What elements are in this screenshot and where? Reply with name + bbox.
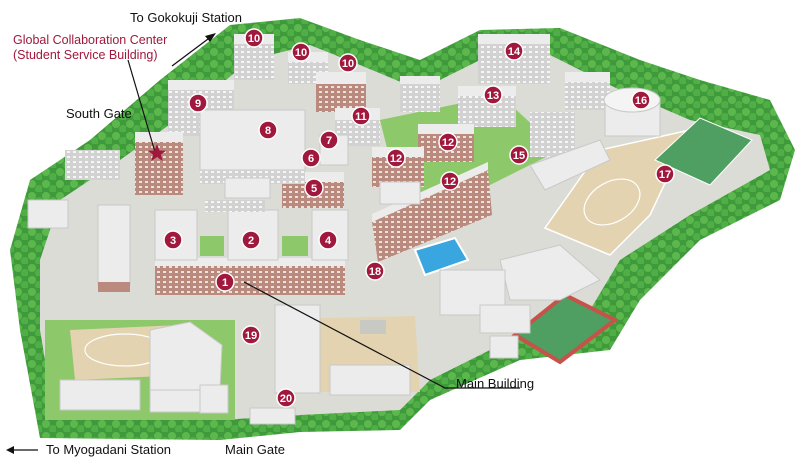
svg-text:19: 19 xyxy=(245,330,257,342)
global-collaboration-center xyxy=(135,140,183,195)
svg-text:1: 1 xyxy=(222,277,228,289)
arrow-gokokuji xyxy=(171,35,213,67)
marker-6[interactable]: 6 xyxy=(301,148,321,168)
marker-5[interactable]: 5 xyxy=(304,178,324,198)
building-10-left xyxy=(234,42,274,80)
svg-text:10: 10 xyxy=(248,33,260,45)
svg-text:20: 20 xyxy=(280,393,292,405)
label-global-collaboration-center[interactable]: Global Collaboration Center xyxy=(13,33,168,47)
label-to-gokokuji-station[interactable]: To Gokokuji Station xyxy=(130,10,243,25)
svg-text:2: 2 xyxy=(248,235,254,247)
svg-text:10: 10 xyxy=(342,58,354,70)
label-main-building[interactable]: Main Building xyxy=(456,376,535,391)
leader-global-center xyxy=(127,59,156,153)
svg-text:8: 8 xyxy=(265,125,271,137)
main-building xyxy=(155,265,345,295)
pool xyxy=(413,236,470,277)
marker-2[interactable]: 2 xyxy=(241,230,261,250)
svg-text:15: 15 xyxy=(513,150,525,162)
marker-9[interactable]: 9 xyxy=(188,93,208,113)
svg-text:3: 3 xyxy=(170,235,176,247)
svg-text:12: 12 xyxy=(442,137,454,149)
tennis-courts-upper xyxy=(654,117,753,186)
building-8 xyxy=(199,109,306,171)
marker-4[interactable]: 4 xyxy=(318,230,338,250)
svg-text:11: 11 xyxy=(355,111,367,123)
marker-10-left[interactable]: 10 xyxy=(244,28,264,48)
svg-text:10: 10 xyxy=(295,47,307,59)
building-20 xyxy=(274,304,321,394)
marker-12-upper[interactable]: 12 xyxy=(438,132,458,152)
building-3 xyxy=(154,209,198,261)
label-to-myogadani-station[interactable]: To Myogadani Station xyxy=(46,442,172,457)
tennis-courts-lower xyxy=(511,292,619,365)
svg-text:14: 14 xyxy=(508,46,521,58)
marker-17[interactable]: 17 xyxy=(655,164,675,184)
marker-10-mid[interactable]: 10 xyxy=(291,42,311,62)
marker-1[interactable]: 1 xyxy=(215,272,235,292)
marker-11[interactable]: 11 xyxy=(351,106,371,126)
left-long-building xyxy=(97,204,131,286)
label-main-gate[interactable]: Main Gate xyxy=(225,442,285,457)
marker-8[interactable]: 8 xyxy=(258,120,278,140)
marker-14[interactable]: 14 xyxy=(504,41,524,61)
label-south-gate[interactable]: South Gate xyxy=(66,106,132,121)
svg-text:17: 17 xyxy=(659,169,671,181)
label-student-service-building[interactable]: (Student Service Building) xyxy=(13,48,158,62)
marker-12-left[interactable]: 12 xyxy=(386,148,406,168)
marker-13[interactable]: 13 xyxy=(483,85,503,105)
star-icon xyxy=(148,144,166,161)
leader-main-building xyxy=(243,281,520,389)
svg-text:7: 7 xyxy=(326,135,332,147)
marker-16[interactable]: 16 xyxy=(631,90,651,110)
marker-10-right[interactable]: 10 xyxy=(338,53,358,73)
svg-text:9: 9 xyxy=(195,98,201,110)
marker-7[interactable]: 7 xyxy=(319,130,339,150)
marker-20[interactable]: 20 xyxy=(276,388,296,408)
svg-text:6: 6 xyxy=(308,153,314,165)
marker-18[interactable]: 18 xyxy=(365,261,385,281)
lower-right-building xyxy=(499,244,601,301)
svg-text:5: 5 xyxy=(311,183,317,195)
svg-text:12: 12 xyxy=(390,153,402,165)
svg-text:4: 4 xyxy=(325,235,332,247)
marker-12-long[interactable]: 12 xyxy=(440,171,460,191)
marker-15[interactable]: 15 xyxy=(509,145,529,165)
svg-text:16: 16 xyxy=(635,95,647,107)
building-15 xyxy=(530,112,575,157)
svg-text:12: 12 xyxy=(444,176,456,188)
marker-3[interactable]: 3 xyxy=(163,230,183,250)
building-12-long xyxy=(372,170,492,262)
marker-19[interactable]: 19 xyxy=(241,325,261,345)
svg-text:18: 18 xyxy=(369,266,381,278)
svg-text:13: 13 xyxy=(487,90,499,102)
